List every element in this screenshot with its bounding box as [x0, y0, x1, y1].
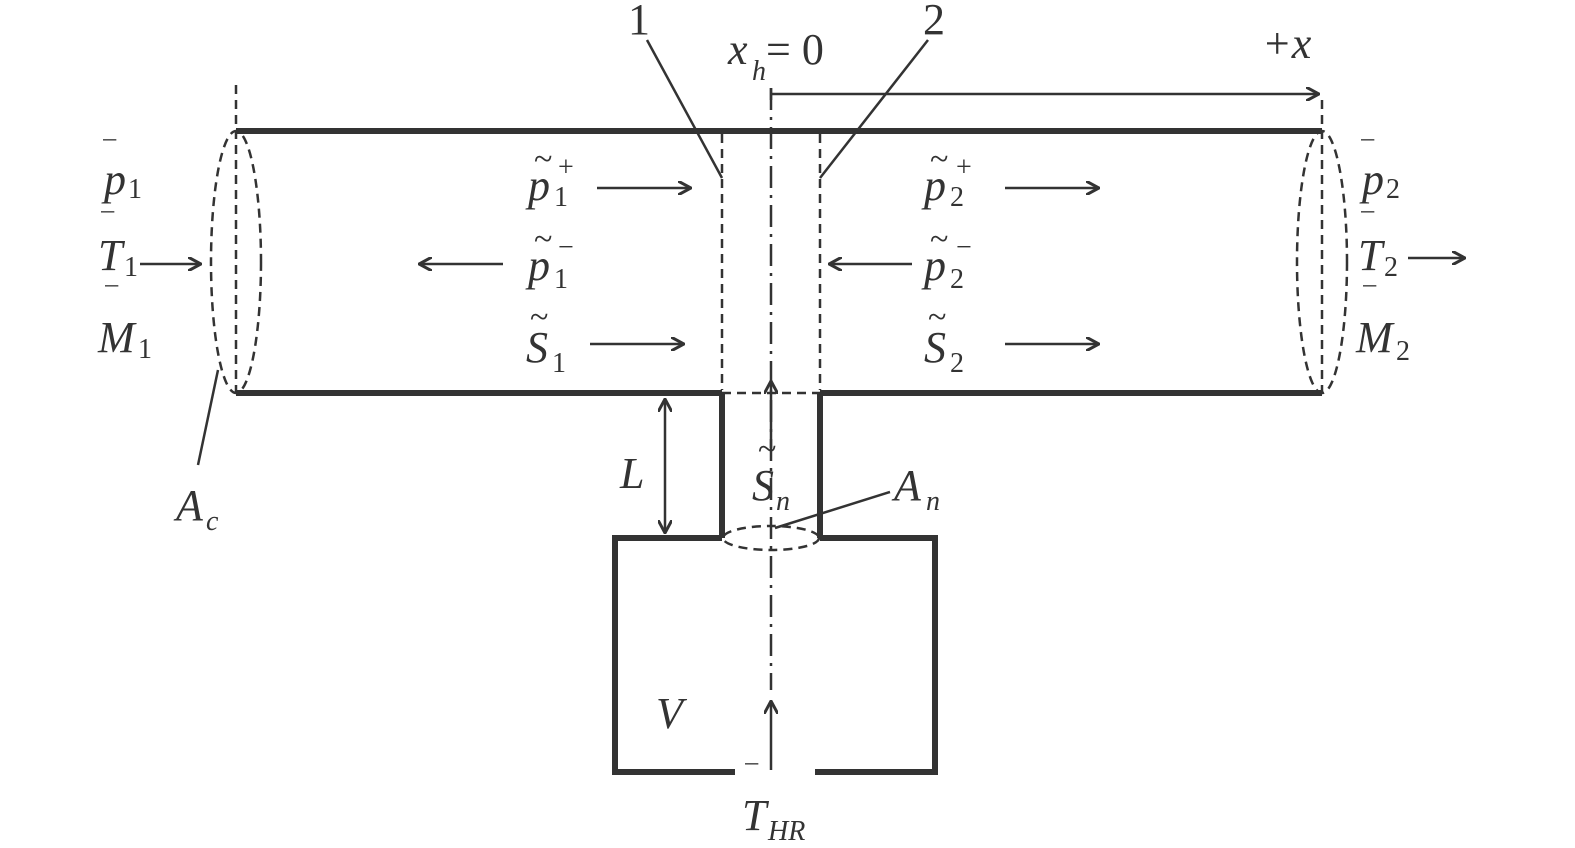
p1-minus-sub: 1 [554, 264, 568, 295]
p2-minus-tilde: ~ [930, 221, 948, 258]
p2-minus-sub: 2 [950, 264, 964, 295]
THR-sub: HR [767, 816, 805, 847]
origin-label: x [727, 25, 748, 74]
p2-plus-tilde: ~ [930, 141, 948, 178]
T2-bar-mark: ‾ [1361, 209, 1375, 246]
leader-Ac [196, 369, 220, 466]
p2-bar: p [1359, 155, 1384, 204]
S2: S [924, 323, 946, 372]
p1-minus-tilde: ~ [534, 221, 552, 258]
p1-minus-sup: − [558, 232, 574, 263]
leader-1 [645, 39, 724, 179]
T2-bar: T [1358, 231, 1386, 280]
p1-bar: p [101, 155, 126, 204]
origin-eq: = 0 [766, 25, 824, 74]
Sn-tilde: ~ [758, 431, 776, 468]
p2-bar-mark: ‾ [1361, 137, 1375, 174]
leader-2 [819, 39, 929, 179]
p1-bar-sub: 1 [128, 174, 142, 205]
M2-bar-sub: 2 [1396, 336, 1410, 367]
S1-tilde: ~ [530, 299, 548, 336]
T1-bar: T [98, 231, 126, 280]
T1-bar-sub: 1 [124, 252, 138, 283]
p1-bar-mark: ‾ [103, 137, 117, 174]
p1-plus-sup: + [558, 152, 574, 183]
cavity-wall [612, 535, 735, 775]
p2-plus: p [921, 161, 946, 210]
S1-sub: 1 [552, 348, 566, 379]
p1-minus: p [525, 241, 550, 290]
origin-sub: h [752, 56, 766, 87]
T1-bar-mark: ‾ [101, 209, 115, 246]
p2-bar-sub: 2 [1386, 174, 1400, 205]
V-label: V [656, 689, 688, 738]
M2-bar-mark: ‾ [1363, 283, 1377, 320]
marker-2-label: 2 [923, 0, 945, 44]
T2-bar-sub: 2 [1384, 252, 1398, 283]
leader-An [774, 490, 891, 530]
L-label: L [619, 449, 644, 498]
S2-sub: 2 [950, 348, 964, 379]
S2-tilde: ~ [928, 299, 946, 336]
An-label: A [891, 461, 922, 510]
marker-1-label: 1 [628, 0, 650, 44]
p1-plus-tilde: ~ [534, 141, 552, 178]
Sn: S [752, 461, 774, 510]
p1-plus-sub: 1 [554, 182, 568, 213]
cavity-wall-right [815, 535, 938, 775]
THR: T [742, 791, 770, 840]
p2-plus-sup: + [956, 152, 972, 183]
Ac-label: A [173, 481, 204, 530]
inlet-section-ellipse [209, 129, 263, 395]
An-sub: n [926, 486, 940, 517]
p2-plus-sub: 2 [950, 182, 964, 213]
outlet-section-ellipse [1295, 129, 1349, 395]
Ac-sub: c [206, 506, 219, 537]
p2-minus-sup: − [956, 232, 972, 263]
M1-bar: M [97, 313, 137, 362]
axis-label: +x [1262, 19, 1312, 68]
M2-bar: M [1355, 313, 1395, 362]
M1-bar-mark: ‾ [105, 283, 119, 320]
S1: S [526, 323, 548, 372]
Sn-sub: n [776, 486, 790, 517]
p2-minus: p [921, 241, 946, 290]
p1-plus: p [525, 161, 550, 210]
THR-bar-mark: ‾ [745, 761, 759, 798]
M1-bar-sub: 1 [138, 334, 152, 365]
